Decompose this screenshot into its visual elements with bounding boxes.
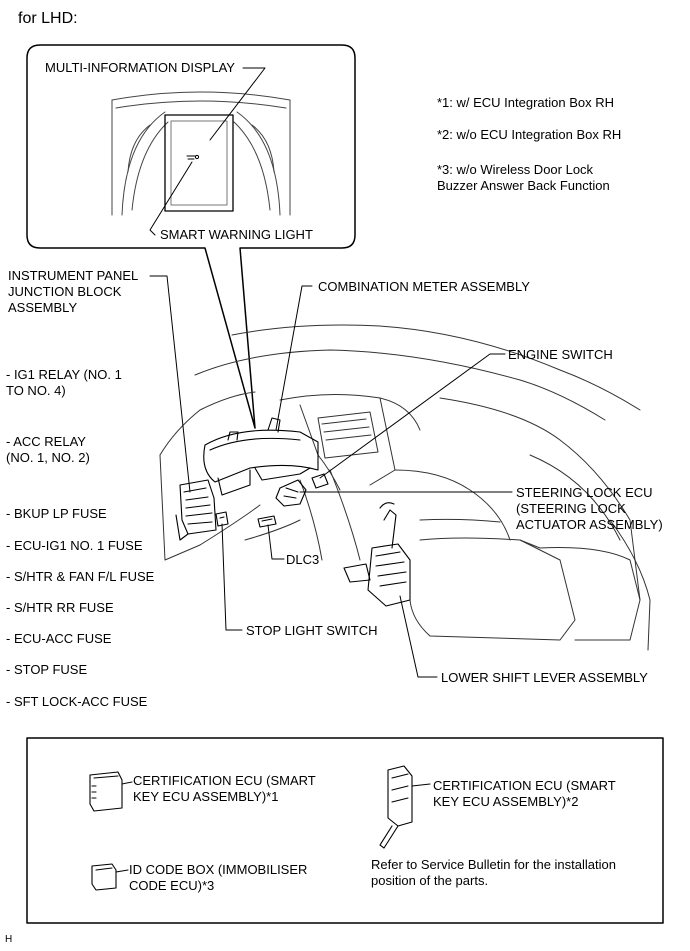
component-list-item: - S/HTR & FAN F/L FUSE — [6, 569, 155, 584]
meter-cluster-closeup — [111, 91, 291, 216]
stop-light-switch-label: STOP LIGHT SWITCH — [246, 623, 378, 638]
lower-shift-lever-label: LOWER SHIFT LEVER ASSEMBLY — [441, 670, 648, 685]
leader-multi-info — [209, 67, 266, 141]
certification-ecu-1-icon — [89, 771, 123, 812]
component-list-item: - ACC RELAY (NO. 1, NO. 2) — [6, 434, 90, 465]
dlc3-shape — [257, 515, 277, 528]
leader-stop-light — [221, 523, 243, 631]
component-list-item: - BKUP LP FUSE — [6, 506, 107, 521]
steering-lock-ecu-shape — [275, 479, 307, 507]
component-list-item: - SFT LOCK-ACC FUSE — [6, 694, 148, 709]
dashboard-outline — [159, 324, 651, 651]
engine-switch-shape — [311, 473, 329, 489]
leader-cert-ecu-2 — [411, 783, 431, 787]
callout-box — [26, 44, 356, 429]
leader-shift-lever — [399, 595, 438, 678]
lower-shift-lever-shape — [343, 502, 411, 607]
component-list-item: - STOP FUSE — [6, 662, 88, 677]
leader-combination-meter — [275, 285, 313, 431]
leader-dlc3 — [267, 524, 285, 560]
id-code-box-label: ID CODE BOX (IMMOBILISER CODE ECU)*3 — [129, 862, 308, 893]
steering-lock-ecu-label: STEERING LOCK ECU (STEERING LOCK ACTUATO… — [516, 485, 663, 532]
refer-service-bulletin-note: Refer to Service Bulletin for the instal… — [371, 857, 616, 888]
note-2: *2: w/o ECU Integration Box RH — [437, 127, 622, 142]
multi-information-display-label: MULTI-INFORMATION DISPLAY — [45, 60, 235, 75]
ip-junction-block-label: INSTRUMENT PANEL JUNCTION BLOCK ASSEMBLY — [8, 268, 139, 315]
note-1: *1: w/ ECU Integration Box RH — [437, 95, 615, 110]
legend-box — [26, 737, 664, 924]
component-list-item: - IG1 RELAY (NO. 1 TO NO. 4) — [6, 367, 122, 398]
leader-lines — [149, 275, 513, 678]
certification-ecu-2-icon — [379, 765, 413, 849]
leader-id-code-box — [115, 869, 129, 873]
dlc3-label: DLC3 — [286, 552, 320, 567]
multi-information-display-screen — [164, 114, 234, 212]
combination-meter-label: COMBINATION METER ASSEMBLY — [318, 279, 530, 294]
diagram-header: for LHD: — [18, 10, 78, 27]
id-code-box-icon — [91, 863, 117, 891]
junction-block-shape — [175, 479, 217, 541]
component-list-item: - ECU-IG1 NO. 1 FUSE — [6, 538, 143, 553]
certification-ecu-1-label: CERTIFICATION ECU (SMART KEY ECU ASSEMBL… — [133, 773, 316, 804]
smart-warning-light-icon — [186, 154, 200, 160]
smart-warning-light-label: SMART WARNING LIGHT — [160, 227, 313, 242]
leader-smart-warning — [149, 161, 193, 236]
stop-light-switch-shape — [215, 511, 229, 527]
note-3: *3: w/o Wireless Door Lock Buzzer Answer… — [437, 162, 610, 193]
component-list-item: - S/HTR RR FUSE — [6, 600, 114, 615]
leader-cert-ecu-1 — [121, 781, 133, 785]
component-list-item: - ECU-ACC FUSE — [6, 631, 112, 646]
engine-switch-label: ENGINE SWITCH — [508, 347, 613, 362]
leader-engine-switch — [319, 353, 506, 479]
leader-ip-junction — [149, 275, 191, 493]
footer-code: H — [5, 934, 13, 945]
combination-meter-assembly-shape — [203, 417, 319, 496]
certification-ecu-2-label: CERTIFICATION ECU (SMART KEY ECU ASSEMBL… — [433, 778, 616, 809]
